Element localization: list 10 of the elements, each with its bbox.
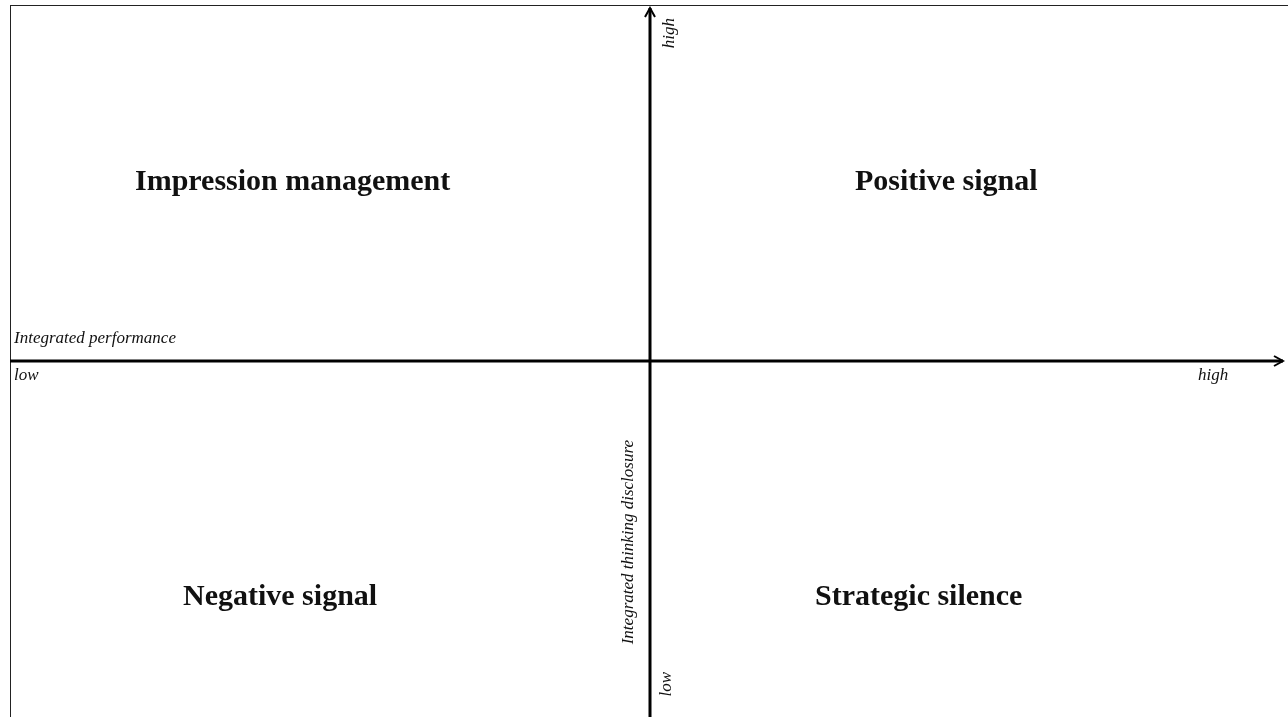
axis-title: Integrated performance xyxy=(14,329,176,346)
axis-title: Integrated thinking disclosure xyxy=(619,440,636,645)
axis-end-label: high xyxy=(1198,366,1229,383)
quadrant-label: Positive signal xyxy=(855,165,1038,195)
axis-end-label: high xyxy=(660,18,677,49)
axis-end-label: low xyxy=(14,366,39,383)
quadrant-label: Negative signal xyxy=(183,580,378,610)
quadrant-label: Strategic silence xyxy=(815,580,1023,610)
quadrant-label: Impression management xyxy=(135,165,451,195)
axis-end-label: low xyxy=(657,672,674,697)
